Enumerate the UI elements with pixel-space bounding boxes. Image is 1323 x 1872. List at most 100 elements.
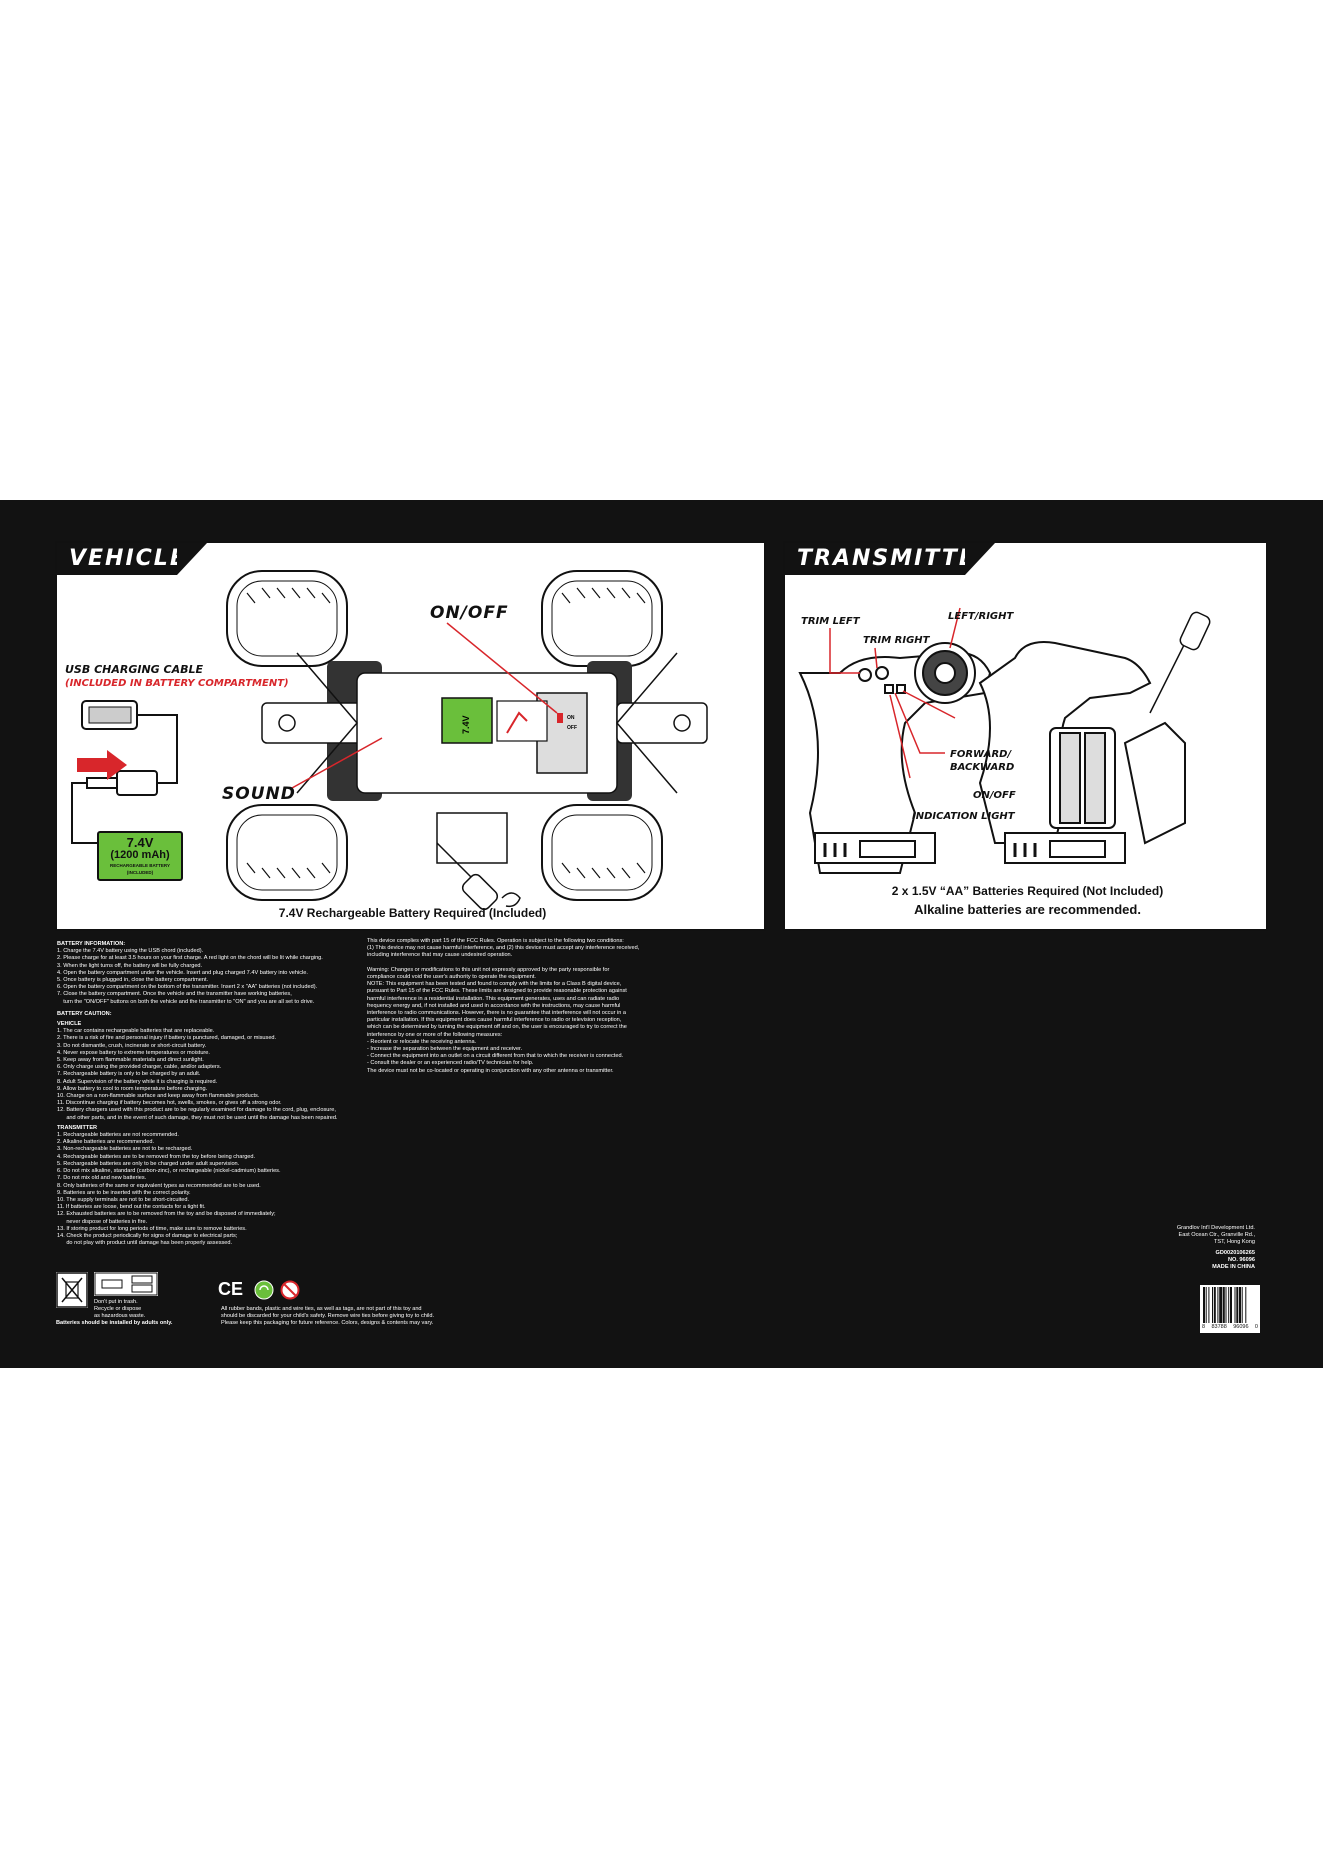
vehicle-caution-line: 10. Charge on a non-flammable surface an…: [57, 1093, 260, 1100]
fcc-line: This device complies with part 15 of the…: [367, 938, 624, 944]
recycle-line-1: Don't put in trash.: [94, 1299, 138, 1305]
barcode-bar: [1241, 1287, 1243, 1323]
vehicle-caution-line: 3. Do not dismantle, crush, incinerate o…: [57, 1042, 207, 1049]
fcc-line: Warning: Changes or modifications to thi…: [367, 966, 610, 973]
transmitter-caution-line: 5. Rechargeable batteries are only to be…: [57, 1160, 240, 1167]
usb-cable-title: USB CHARGING CABLE: [65, 663, 204, 676]
vehicle-caution-line: 11. Discontinue charging if battery beco…: [57, 1100, 282, 1107]
insert-arrow: [77, 750, 127, 780]
fcc-line: particular installation. If this equipme…: [367, 1017, 622, 1024]
barcode-digit-check: 0: [1254, 1324, 1258, 1330]
battery-info-line: 2. Please charge for at least 3.5 hours …: [57, 955, 323, 962]
fcc-line: compliance could void the user's authori…: [367, 974, 536, 981]
barcode: 8 83788 96096 0: [1200, 1285, 1260, 1333]
barcode-bar: [1205, 1287, 1207, 1323]
packaging-warning: All rubber bands, plastic and wire ties,…: [221, 1306, 434, 1328]
trim-left-label: TRIM LEFT: [801, 616, 860, 627]
recycle-bin-icon: [56, 1272, 88, 1308]
barcode-bar: [1208, 1287, 1210, 1323]
transmitter-panel: TRANSMITTER: [783, 541, 1268, 931]
wheel-rear-left: [226, 804, 348, 901]
wheel-rear-right: [541, 804, 663, 901]
fcc-line: The device must not be co-located or ope…: [367, 1067, 614, 1074]
forward-backward-label-2: BACKWARD: [950, 762, 1015, 773]
trim-right-label: TRIM RIGHT: [863, 635, 930, 646]
transmitter-back: [978, 641, 1186, 864]
transmitter-caution-line: 1. Rechargeable batteries are not recomm…: [57, 1132, 179, 1139]
transmitter-banner: TRANSMITTER: [785, 543, 995, 575]
transmitter-caution-line: 14. Check the product periodically for s…: [57, 1232, 238, 1239]
vehicle-banner: VEHICLE: [57, 543, 207, 575]
chassis-battery-label: 7.4V: [461, 715, 471, 734]
vehicle-caution-line: and other parts, and in the event of suc…: [57, 1114, 338, 1121]
barcode-bar: [1212, 1287, 1213, 1323]
fcc-line: including interference that may cause un…: [367, 952, 513, 959]
battery-information-section: BATTERY INFORMATION: 1. Charge the 7.4V …: [57, 938, 367, 1247]
barcode-bar: [1219, 1287, 1223, 1323]
barcode-bar: [1222, 1287, 1225, 1323]
recycle-line-2: Recycle or dispose: [94, 1306, 142, 1313]
battery-pack-graphic: 7.4V (1200 mAh) RECHARGEABLE BATTERY (IN…: [97, 831, 183, 881]
vehicle-caution-line: 4. Never expose battery to extreme tempe…: [57, 1049, 210, 1056]
vehicle-caution-line: 5. Keep away from flammable materials an…: [57, 1057, 204, 1064]
transmitter-battery-caption: 2 x 1.5V “AA” Batteries Required (Not In…: [891, 884, 1164, 898]
barcode-bar: [1245, 1287, 1247, 1323]
fcc-line: NOTE: This equipment has been tested and…: [367, 981, 622, 988]
battery-info-line: 4. Open the battery compartment under th…: [57, 969, 308, 976]
battery-cover: [436, 812, 508, 864]
chassis-battery: [441, 697, 493, 744]
usb-cable: [71, 700, 178, 844]
vehicle-illustration: 7.4V ON OFF: [71, 570, 708, 911]
vehicle-caution-line: 6. Only charge using the provided charge…: [57, 1064, 222, 1071]
company-line-2: East Ocean Ctr., Granville Rd.,: [1178, 1232, 1255, 1239]
battery-info-line: 5. Once battery is plugged in, close the…: [57, 977, 209, 984]
warning-line-1: All rubber bands, plastic and wire ties,…: [221, 1306, 422, 1312]
item-code: GD0020106265: [1215, 1249, 1255, 1256]
transmitter-illustration: [798, 607, 1211, 874]
adult-install-note: Batteries should be installed by adults …: [56, 1320, 173, 1326]
recycle-instructions: Don't put in trash. Recycle or dispose a…: [94, 1299, 145, 1321]
fcc-line: (1) This device may not cause harmful in…: [367, 945, 640, 952]
fcc-line: interference to radio communications. Ho…: [367, 1010, 627, 1017]
fcc-line: - Increase the separation between the eq…: [367, 1046, 523, 1053]
rotate-arrow: [501, 892, 521, 908]
transmitter-front: [798, 642, 992, 874]
warning-line-3: Please keep this packaging for future re…: [221, 1320, 434, 1327]
switch-off-text: OFF: [567, 725, 577, 731]
company-line-1: Grandlov Int'l Development Ltd.: [1176, 1225, 1255, 1231]
transmitter-caution-line: 7. Do not mix old and new batteries.: [57, 1175, 147, 1182]
fcc-line: [367, 960, 667, 967]
battery-info-line: 1. Charge the 7.4V battery using the USB…: [57, 948, 204, 955]
vehicle-on-off-label: ON/OFF: [430, 603, 509, 623]
barcode-bar: [1203, 1287, 1205, 1323]
barcode-digits: 8 83788 96096 0: [1202, 1324, 1258, 1330]
transmitter-caution-line: 9. Batteries are to be inserted with the…: [57, 1189, 191, 1196]
transmitter-caution-line: 13. If storing product for long periods …: [57, 1225, 247, 1232]
switch-on-text: ON: [567, 715, 575, 721]
fcc-line: which can be determined by turning the e…: [367, 1024, 627, 1031]
company-address: Grandlov Int'l Development Ltd. East Oce…: [1177, 1225, 1255, 1271]
transmitter-caution-line: 3. Non-rechargeable batteries are not to…: [57, 1146, 193, 1153]
transmitter-caution-line: never dispose of batteries in fire.: [57, 1218, 148, 1225]
vehicle-panel: VEHICLE: [55, 541, 766, 931]
vehicle-sound-label: SOUND: [222, 784, 296, 804]
battery-caution-transmitter-list: 1. Rechargeable batteries are not recomm…: [57, 1132, 367, 1247]
battery-info-line: 7. Close the battery compartment. Once t…: [57, 991, 292, 998]
battery-capacity: (1200 mAh): [110, 849, 170, 861]
battery-info-line: turn the "ON/OFF" buttons on both the ve…: [57, 998, 315, 1005]
indication-light-label: INDICATION LIGHT: [912, 811, 1015, 822]
battery-caution-title: BATTERY CAUTION:: [57, 1010, 112, 1017]
company-line-3: TST, Hong Kong: [1213, 1239, 1255, 1246]
transmitter-caution-line: 10. The supply terminals are not to be s…: [57, 1196, 190, 1203]
barcode-bar: [1228, 1287, 1230, 1323]
transmitter-caution-line: 2. Alkaline batteries are recommended.: [57, 1139, 155, 1146]
transmitter-caution-line: 8. Only batteries of the same or equival…: [57, 1182, 261, 1189]
barcode-bar: [1217, 1287, 1219, 1323]
fcc-line: - Connect the equipment into an outlet o…: [367, 1053, 624, 1060]
battery-caution-vehicle-list: 1. The car contains rechargeable batteri…: [57, 1028, 367, 1122]
made-in-label: MADE IN CHINA: [1212, 1264, 1255, 1271]
transmitter-screwdriver: [1149, 611, 1211, 714]
barcode-bar: [1239, 1287, 1241, 1323]
barcode-bar: [1236, 1287, 1239, 1323]
vehicle-caution-line: 1. The car contains rechargeable batteri…: [57, 1028, 215, 1035]
